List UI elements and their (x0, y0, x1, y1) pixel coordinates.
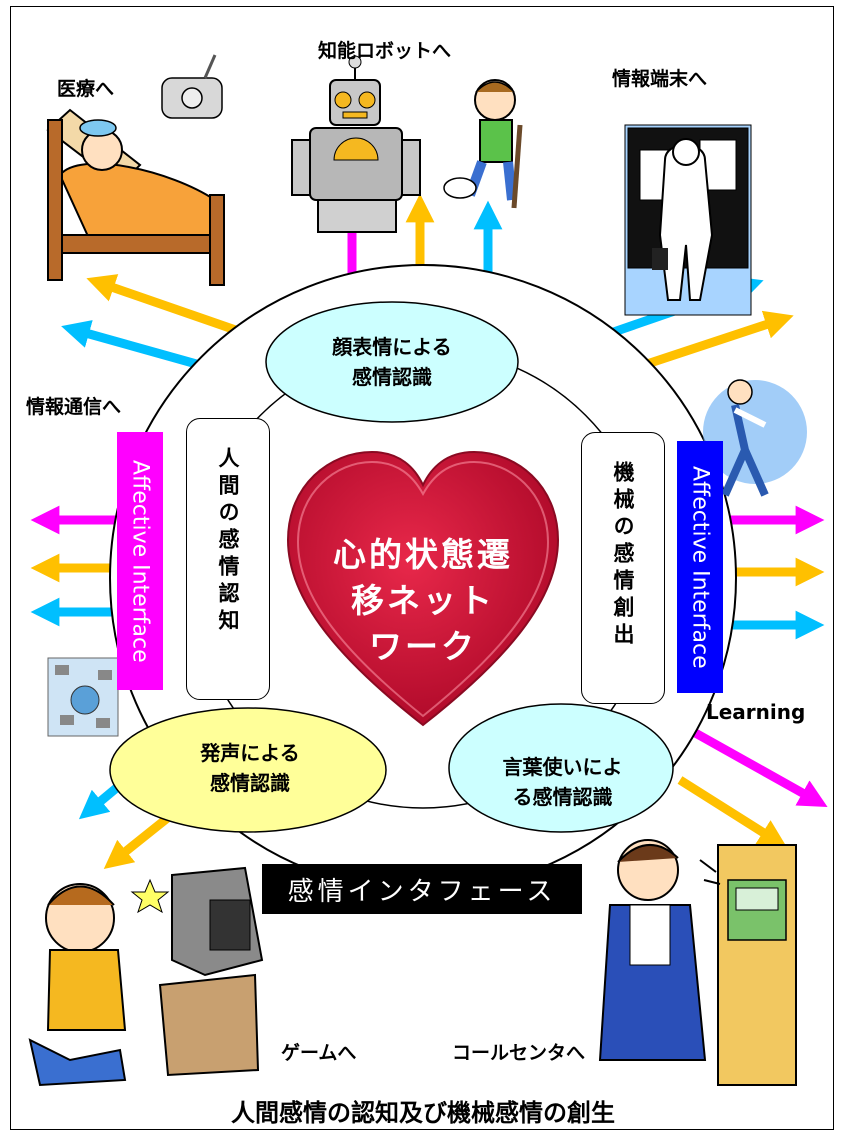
label-robot: 知能ロボットへ (318, 40, 452, 62)
oval-word (448, 703, 674, 833)
box-human-cognition: 人間の感情認知 (186, 418, 270, 700)
heart-text: 心的状態遷 移ネット ワーク (298, 532, 548, 670)
arrow-gold-terminal (633, 310, 794, 373)
callcenter-illustration (598, 839, 797, 1086)
boy-crutch-illustration (443, 79, 523, 209)
emotion-interface-banner: 感情インタフェース (262, 864, 582, 914)
heart-line2: 移ネット (351, 581, 495, 620)
oval-word-text: 言葉使いによ る感情認識 (465, 752, 660, 812)
label-medical: 医療へ (57, 78, 115, 100)
box-machine-creation: 機械の感情創出 (581, 432, 665, 704)
oval-word-line1: 言葉使いによ (502, 755, 623, 779)
robot-illustration (291, 55, 421, 233)
label-callcenter: コールセンタへ (452, 1042, 586, 1064)
box-human-text: 人間の感情認知 (216, 447, 240, 636)
oval-face-text: 顔表情による 感情認識 (282, 332, 502, 392)
arrow-gold-medical (86, 274, 252, 340)
oval-voice-line2: 感情認識 (210, 771, 290, 795)
affective-left-text: Affective Interface (127, 459, 153, 663)
oval-face (265, 301, 519, 423)
network-illustration (47, 657, 119, 737)
oval-voice (109, 707, 387, 833)
label-game: ゲームへ (281, 1042, 357, 1064)
heart-line3: ワーク (369, 627, 477, 666)
runner-illustration (703, 379, 807, 497)
patient-bed-illustration (46, 54, 225, 286)
terminal-illustration (624, 124, 752, 316)
oval-voice-text: 発声による 感情認識 (150, 738, 350, 798)
oval-face-line1: 顔表情による (332, 335, 452, 359)
label-telecom: 情報通信へ (26, 396, 122, 418)
oval-face-line2: 感情認識 (352, 365, 432, 389)
label-learning: Learning (706, 700, 806, 724)
affective-interface-left: Affective Interface (117, 432, 163, 690)
affective-right-text: Affective Interface (687, 465, 713, 669)
oval-voice-line1: 発声による (200, 741, 300, 765)
arrow-magenta-learning (687, 726, 828, 808)
footer-title: 人間感情の認知及び機械感情の創生 (231, 1099, 615, 1127)
heart-shape (286, 450, 560, 727)
game-illustration (28, 866, 264, 1087)
label-terminal: 情報端末へ (612, 68, 708, 90)
oval-word-line2: る感情認識 (512, 785, 613, 809)
affective-interface-right: Affective Interface (677, 441, 723, 693)
diagram-frame (10, 6, 834, 1130)
box-machine-text: 機械の感情創出 (611, 461, 635, 650)
heart-line1: 心的状態遷 (333, 535, 513, 574)
arrow-gold-callcenter (677, 776, 788, 848)
